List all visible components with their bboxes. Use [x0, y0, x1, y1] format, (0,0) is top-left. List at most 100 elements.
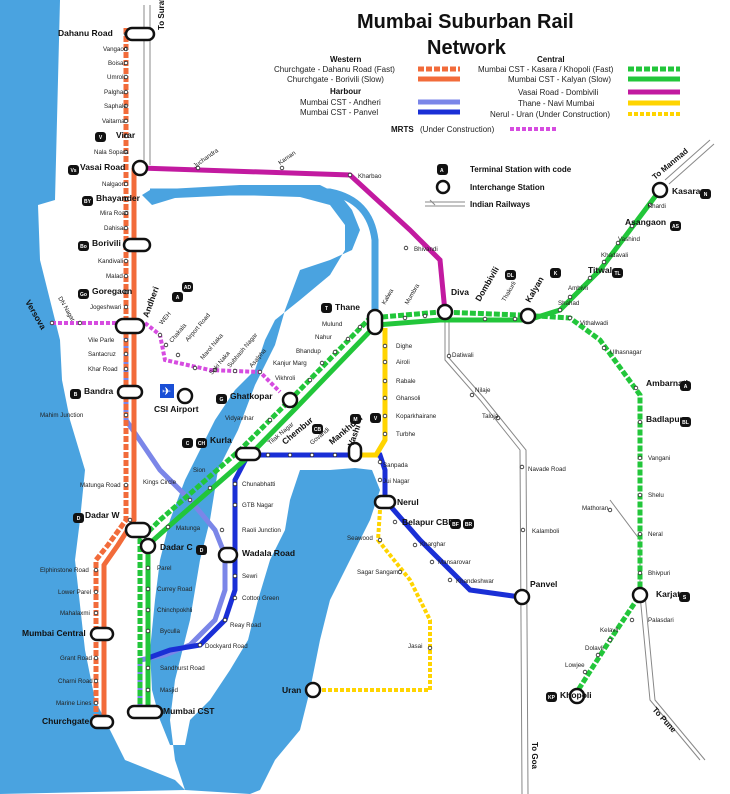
station-label-jasai: Jasai — [408, 643, 422, 650]
station-dot-kelavli — [607, 637, 613, 643]
station-dot-matunga — [165, 524, 171, 530]
station-label-goregaon: Goregaon — [92, 286, 132, 296]
interchange-vashi — [347, 441, 363, 463]
svg-text:AS: AS — [672, 224, 680, 230]
legend-central-slow: Mumbai CST - Kalyan (Slow) — [508, 75, 611, 84]
station-dot-byculla — [145, 628, 151, 634]
station-label-thane: Thane — [335, 302, 360, 312]
station-dot-subhash — [232, 368, 238, 374]
interchange-uran — [304, 681, 322, 699]
station-label-kalyan: Kalyan — [523, 275, 546, 304]
line-thane-navi — [350, 328, 388, 458]
station-label-navade: Navade Road — [528, 466, 566, 473]
station-label-cotton: Cotton Green — [242, 595, 280, 602]
svg-text:D: D — [77, 516, 81, 522]
code-badge-chembur: CB — [312, 424, 323, 434]
legend-western-fast: Churchgate - Dahanu Road (Fast) — [274, 65, 395, 74]
svg-text:DL: DL — [507, 273, 514, 279]
line-mrts — [52, 321, 282, 394]
code-badge-kurla2: CH — [196, 438, 207, 448]
station-label-saphale: Saphale — [104, 103, 127, 110]
station-dot-mahim — [123, 412, 129, 418]
station-label-byculla: Byculla — [160, 628, 181, 635]
station-label-kelavli: Kelavli — [600, 627, 618, 634]
station-dot-chakala — [163, 342, 169, 348]
station-dot-vashind — [615, 240, 621, 246]
station-label-vaitarna: Vaitarna — [102, 118, 125, 125]
station-dot-mathoran — [607, 507, 613, 513]
station-dot-asangaon — [629, 223, 635, 229]
station-dot-bhandup — [332, 349, 338, 355]
station-dot-mansarovar — [429, 559, 435, 565]
legend-harbour-panvel: Mumbai CST - Panvel — [300, 108, 378, 117]
station-label-sandhurst: Sandhurst Road — [160, 665, 205, 672]
interchange-karjat — [631, 586, 649, 604]
station-label-mulund: Mulund — [322, 321, 343, 328]
station-label-sewri: Sewri — [242, 573, 257, 580]
station-dot-nilaje — [469, 392, 475, 398]
legend-western-slow: Churchgate - Borivili (Slow) — [287, 75, 384, 84]
interchange-rings — [89, 26, 669, 730]
station-dot-asalpha — [257, 369, 263, 375]
code-badge-belapur1: BF — [450, 519, 461, 529]
station-dot-sagar — [397, 569, 403, 575]
station-dot-badlapur — [637, 419, 643, 425]
station-label-thakurli: Thakurli — [501, 280, 518, 303]
station-dot-taloja — [495, 415, 501, 421]
code-badge-kasara: N — [700, 189, 711, 199]
station-label-dadarc: Dadar C — [160, 542, 193, 552]
station-label-asangaon: Asangaon — [625, 217, 666, 227]
station-label-borivili: Borivili — [92, 238, 121, 248]
station-label-boisar: Boisar — [108, 60, 126, 67]
code-badge-khopoli: KP — [546, 692, 557, 702]
station-dot-turbhe — [382, 431, 388, 437]
station-dot-thakurli — [512, 316, 518, 322]
interchange-nerul — [373, 494, 397, 510]
svg-text:S: S — [683, 595, 687, 601]
legend: Western Churchgate - Dahanu Road (Fast) … — [274, 55, 680, 209]
station-dot-ghansoli — [382, 395, 388, 401]
station-label-vashind: Vashind — [618, 236, 640, 243]
station-label-nalasopara: Nala Sopara — [94, 149, 129, 156]
station-label-vangani: Vangani — [648, 455, 670, 462]
station-label-cst: Mumbai CST — [163, 706, 215, 716]
station-dot-dahisar — [123, 225, 129, 231]
station-label-malad: Malad — [106, 273, 123, 280]
station-dot-airportrd — [175, 352, 181, 358]
station-dot-vikhroli — [307, 377, 313, 383]
svg-text:V: V — [374, 416, 378, 422]
svg-text:BL: BL — [682, 420, 689, 426]
airplane-glyph: ✈ — [162, 386, 171, 398]
direction-goa: To Goa — [530, 742, 539, 770]
station-label-currey: Currey Road — [157, 586, 193, 593]
station-dot-rabale — [382, 378, 388, 384]
station-label-mira: Mira Road — [100, 210, 129, 217]
interchange-diva — [436, 303, 454, 321]
station-label-dockyard: Dockyard Road — [205, 643, 248, 650]
station-dot-gtb — [232, 502, 238, 508]
station-label-bandra: Bandra — [84, 386, 114, 396]
interchange-mumbai-central — [89, 626, 115, 642]
station-label-taloja: Taloja — [482, 413, 499, 420]
code-badge-belapur2: BR — [463, 519, 474, 529]
svg-text:V: V — [99, 135, 103, 141]
station-dot-palghar — [123, 89, 129, 95]
code-badge-borivili: Bo — [78, 241, 89, 251]
interchange-khopoli — [568, 687, 586, 705]
interchange-dadar-w — [124, 521, 152, 539]
station-dot-juchandra — [195, 165, 201, 171]
interchange-kurla — [234, 446, 262, 462]
legend-vasai-diva: Vasai Road - Dombivili — [518, 88, 599, 97]
station-dot-chembur — [287, 452, 293, 458]
code-badge-vasai: Vs — [68, 165, 79, 175]
legend-terminal-code: A — [440, 168, 444, 174]
code-badge-goregaon: Go — [78, 289, 89, 299]
station-dot-umroli — [123, 74, 129, 80]
station-dot-bhivandi — [403, 245, 409, 251]
legend-mrts-note: (Under Construction) — [420, 125, 495, 134]
station-dot-khandeshwar — [447, 577, 453, 583]
station-dot-santacruz — [123, 351, 129, 357]
station-dot-reay — [222, 617, 228, 623]
station-label-elphinstone: Elphinstone Road — [40, 567, 89, 574]
